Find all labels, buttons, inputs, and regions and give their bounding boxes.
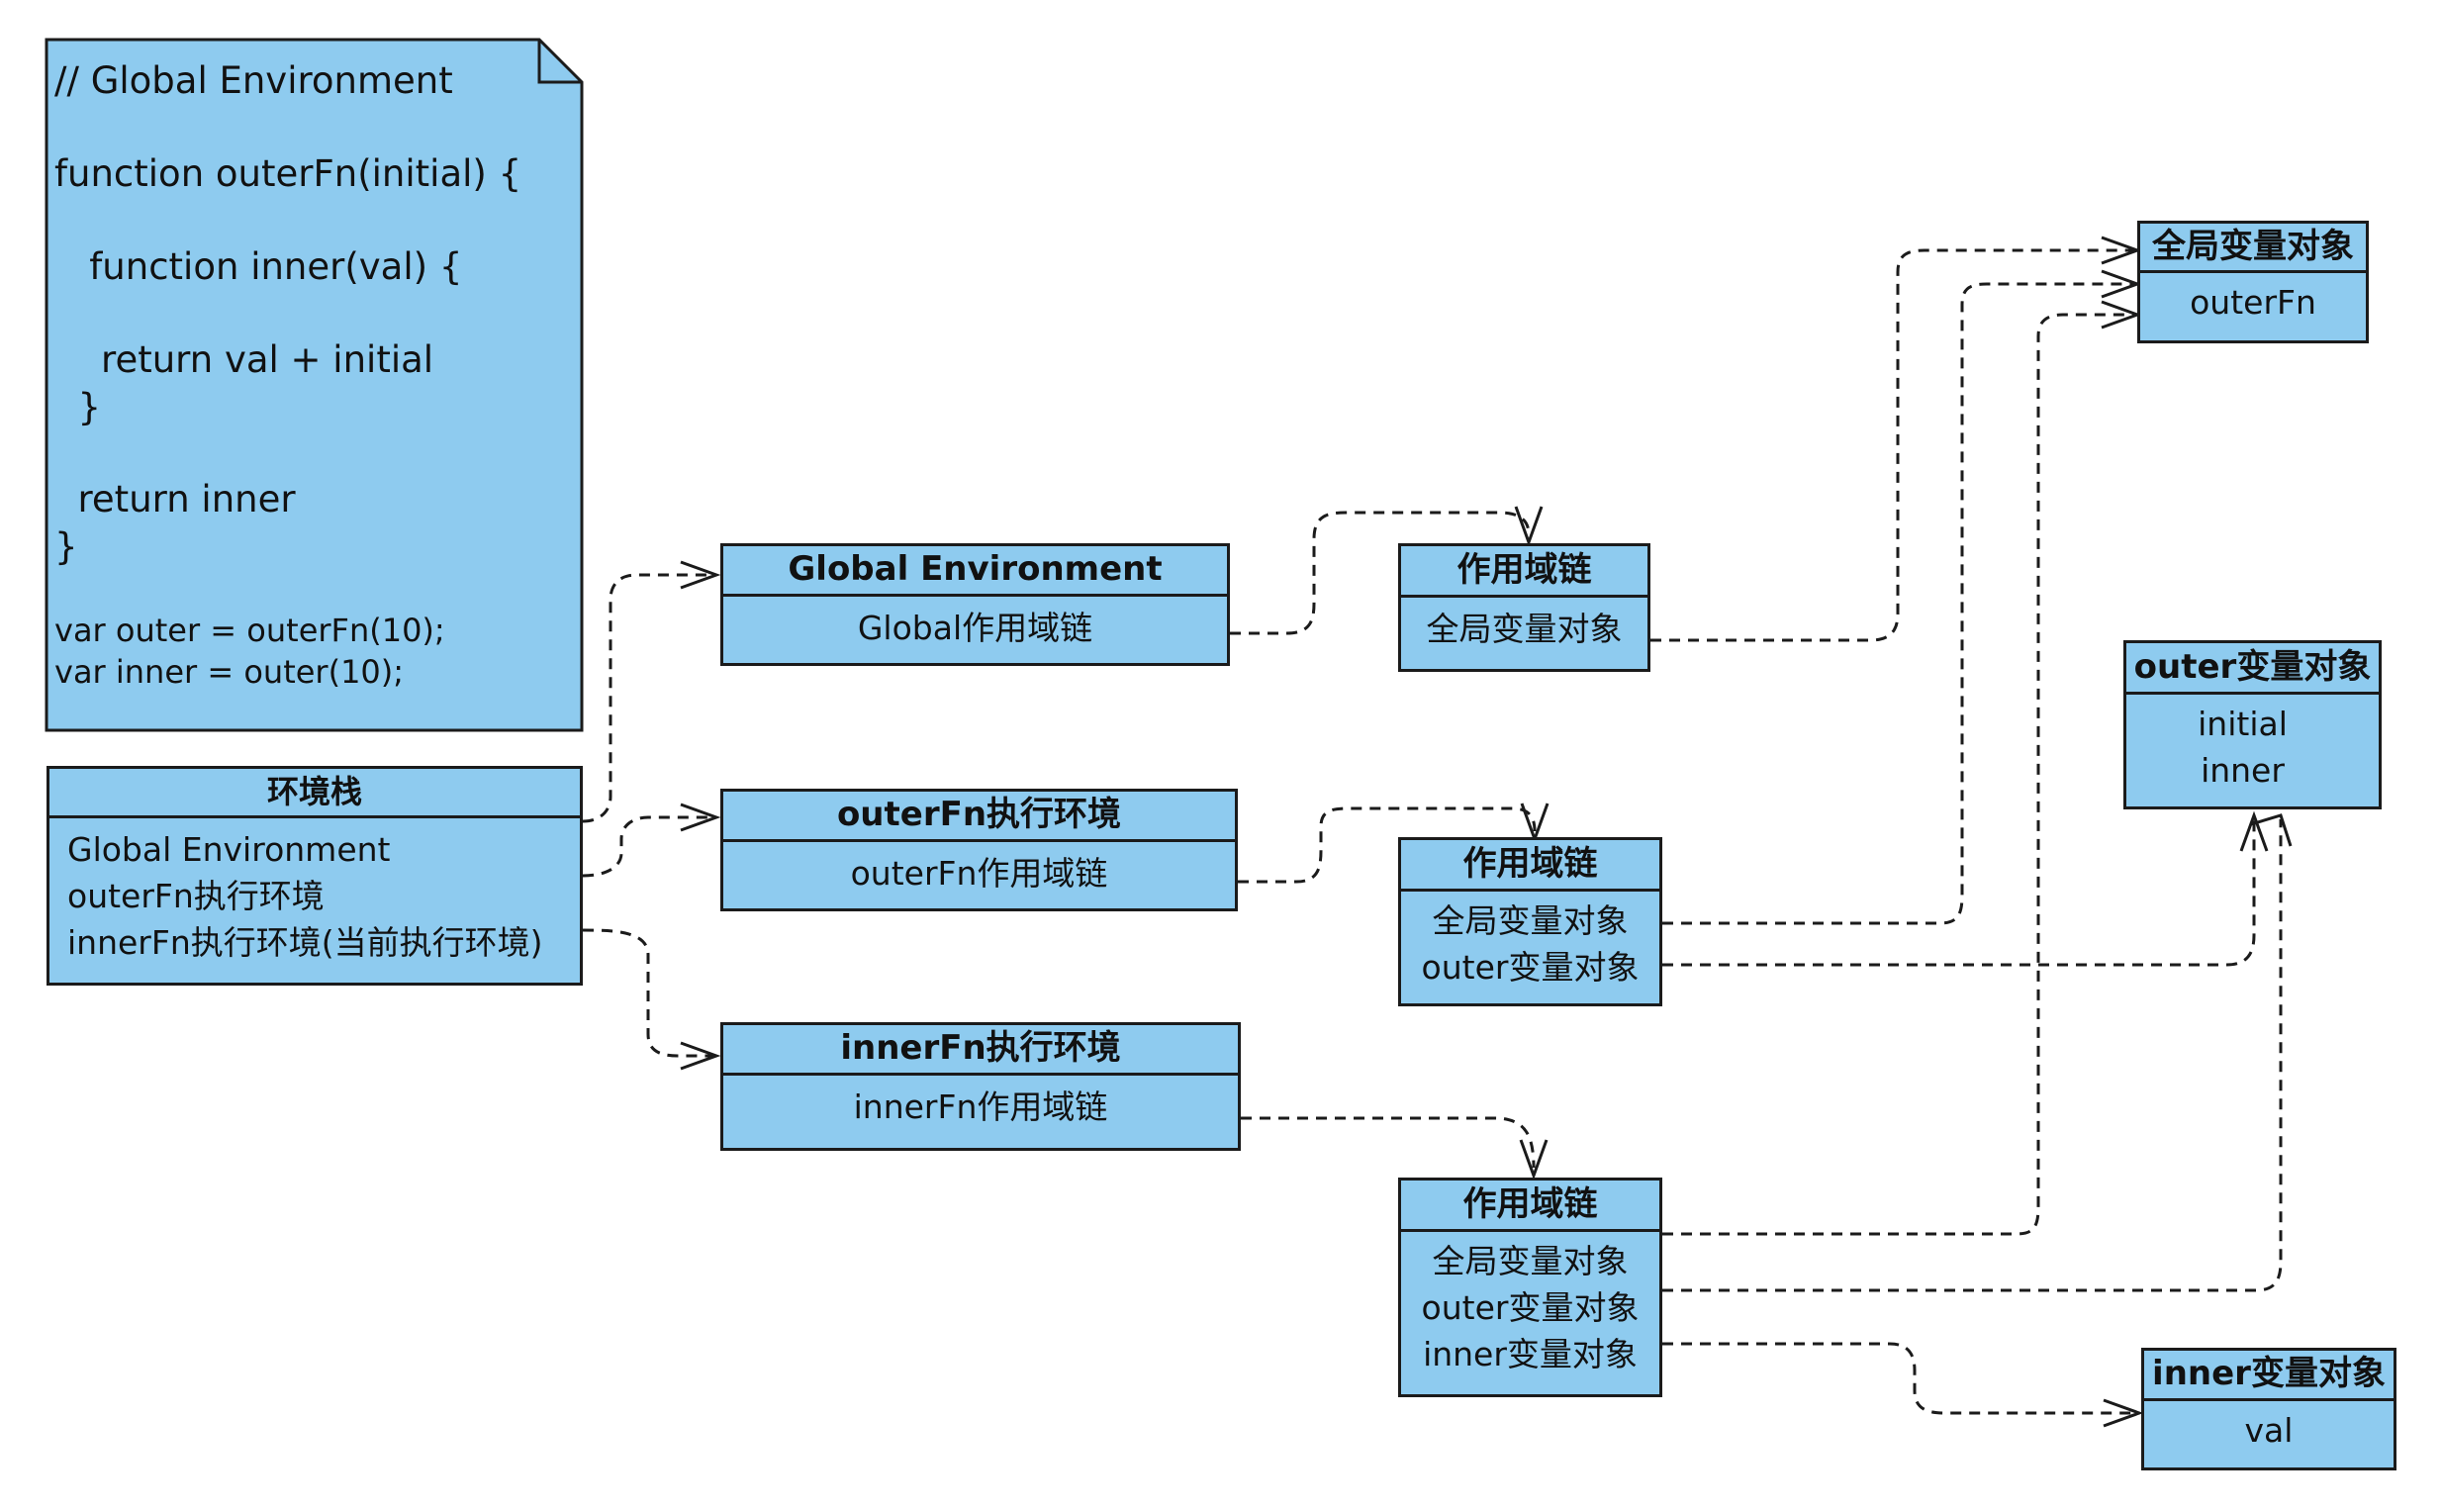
- global-env-box: Global Environment Global作用域链: [720, 543, 1230, 666]
- scope-chain-outer-box: 作用域链 全局变量对象 outer变量对象: [1398, 837, 1662, 1006]
- env-stack-item: outerFn执行环境: [67, 877, 325, 915]
- outer-env-box: outerFn执行环境 outerFn作用域链: [720, 789, 1238, 911]
- scope-chain-outer-title: 作用域链: [1401, 840, 1659, 892]
- code-line: return val + initial: [54, 338, 434, 381]
- outer-env-item: outerFn作用域链: [850, 854, 1108, 893]
- outer-vo-title: outer变量对象: [2126, 643, 2379, 695]
- arrowhead-inner-env: [680, 1041, 721, 1071]
- edge-stack-outer: [582, 815, 712, 878]
- scope-chain-global-title: 作用域链: [1401, 546, 1647, 598]
- env-stack-title: 环境栈: [49, 769, 580, 818]
- scope-chain-outer-item: 全局变量对象: [1432, 901, 1629, 940]
- code-line: return inner: [54, 478, 296, 520]
- edge-inner-env-scope: [1241, 1116, 1536, 1169]
- edge-scope-inner-ovo: [1662, 819, 2283, 1292]
- edge-scope-outer-gvo: [1662, 282, 2135, 925]
- edge-scope-inner-gvo: [1662, 313, 2135, 1236]
- edge-stack-global: [582, 573, 712, 823]
- code-line: function outerFn(initial) {: [54, 152, 522, 195]
- env-stack-item: innerFn执行环境(当前执行环境): [67, 923, 543, 962]
- code-note-fold: [537, 40, 582, 84]
- arrowhead-ovo-1: [2239, 810, 2269, 852]
- global-env-item: Global作用域链: [857, 609, 1093, 647]
- scope-chain-inner-item: inner变量对象: [1423, 1335, 1638, 1373]
- edge-scope-inner-ivo: [1662, 1342, 2139, 1415]
- inner-vo-box: inner变量对象 val: [2141, 1348, 2396, 1470]
- scope-chain-global-item: 全局变量对象: [1426, 610, 1623, 648]
- outer-env-title: outerFn执行环境: [723, 792, 1235, 842]
- inner-env-box: innerFn执行环境 innerFn作用域链: [720, 1022, 1241, 1151]
- edge-global-env-scope: [1230, 511, 1531, 635]
- edge-scope-outer-ovo: [1662, 819, 2256, 967]
- edge-outer-env-scope: [1238, 806, 1537, 884]
- arrowhead-ovo-2: [2250, 813, 2293, 847]
- arrowhead-scope-inner: [1519, 1139, 1549, 1181]
- scope-chain-inner-box: 作用域链 全局变量对象 outer变量对象 inner变量对象: [1398, 1178, 1662, 1397]
- inner-vo-title: inner变量对象: [2144, 1351, 2394, 1401]
- inner-vo-item: val: [2244, 1411, 2294, 1450]
- scope-chain-inner-item: outer变量对象: [1421, 1288, 1640, 1327]
- outer-vo-item: inner: [2201, 751, 2285, 790]
- code-line: // Global Environment: [54, 59, 453, 102]
- scope-chain-inner-title: 作用域链: [1401, 1181, 1659, 1232]
- inner-env-item: innerFn作用域链: [853, 1087, 1108, 1126]
- global-vo-box: 全局变量对象 outerFn: [2137, 221, 2369, 343]
- arrowhead-ivo: [2103, 1398, 2144, 1428]
- code-line: }: [54, 525, 78, 568]
- code-line: function inner(val) {: [54, 245, 463, 288]
- edge-stack-inner: [582, 928, 712, 1058]
- code-note-shape: [45, 38, 584, 732]
- code-line: }: [54, 386, 102, 428]
- global-vo-title: 全局变量对象: [2140, 224, 2366, 273]
- scope-chain-inner-item: 全局变量对象: [1432, 1242, 1629, 1280]
- env-stack-item: Global Environment: [67, 830, 391, 869]
- code-line: var outer = outerFn(10);: [54, 612, 445, 649]
- scope-chain-outer-item: outer变量对象: [1421, 948, 1640, 987]
- arrowhead-scope-global: [1514, 506, 1544, 547]
- outer-vo-box: outer变量对象 initial inner: [2123, 640, 2382, 809]
- arrowhead-outer-env: [680, 803, 721, 832]
- arrowhead-global-env: [680, 560, 721, 590]
- scope-chain-global-box: 作用域链 全局变量对象: [1398, 543, 1650, 672]
- global-vo-item: outerFn: [2190, 283, 2316, 322]
- code-line: var inner = outer(10);: [54, 653, 405, 691]
- outer-vo-item: initial: [2198, 705, 2288, 743]
- global-env-title: Global Environment: [723, 546, 1227, 597]
- edge-scope-global-gvo: [1650, 248, 2135, 642]
- inner-env-title: innerFn执行环境: [723, 1025, 1238, 1076]
- env-stack-box: 环境栈 Global Environment outerFn执行环境 inner…: [47, 766, 583, 986]
